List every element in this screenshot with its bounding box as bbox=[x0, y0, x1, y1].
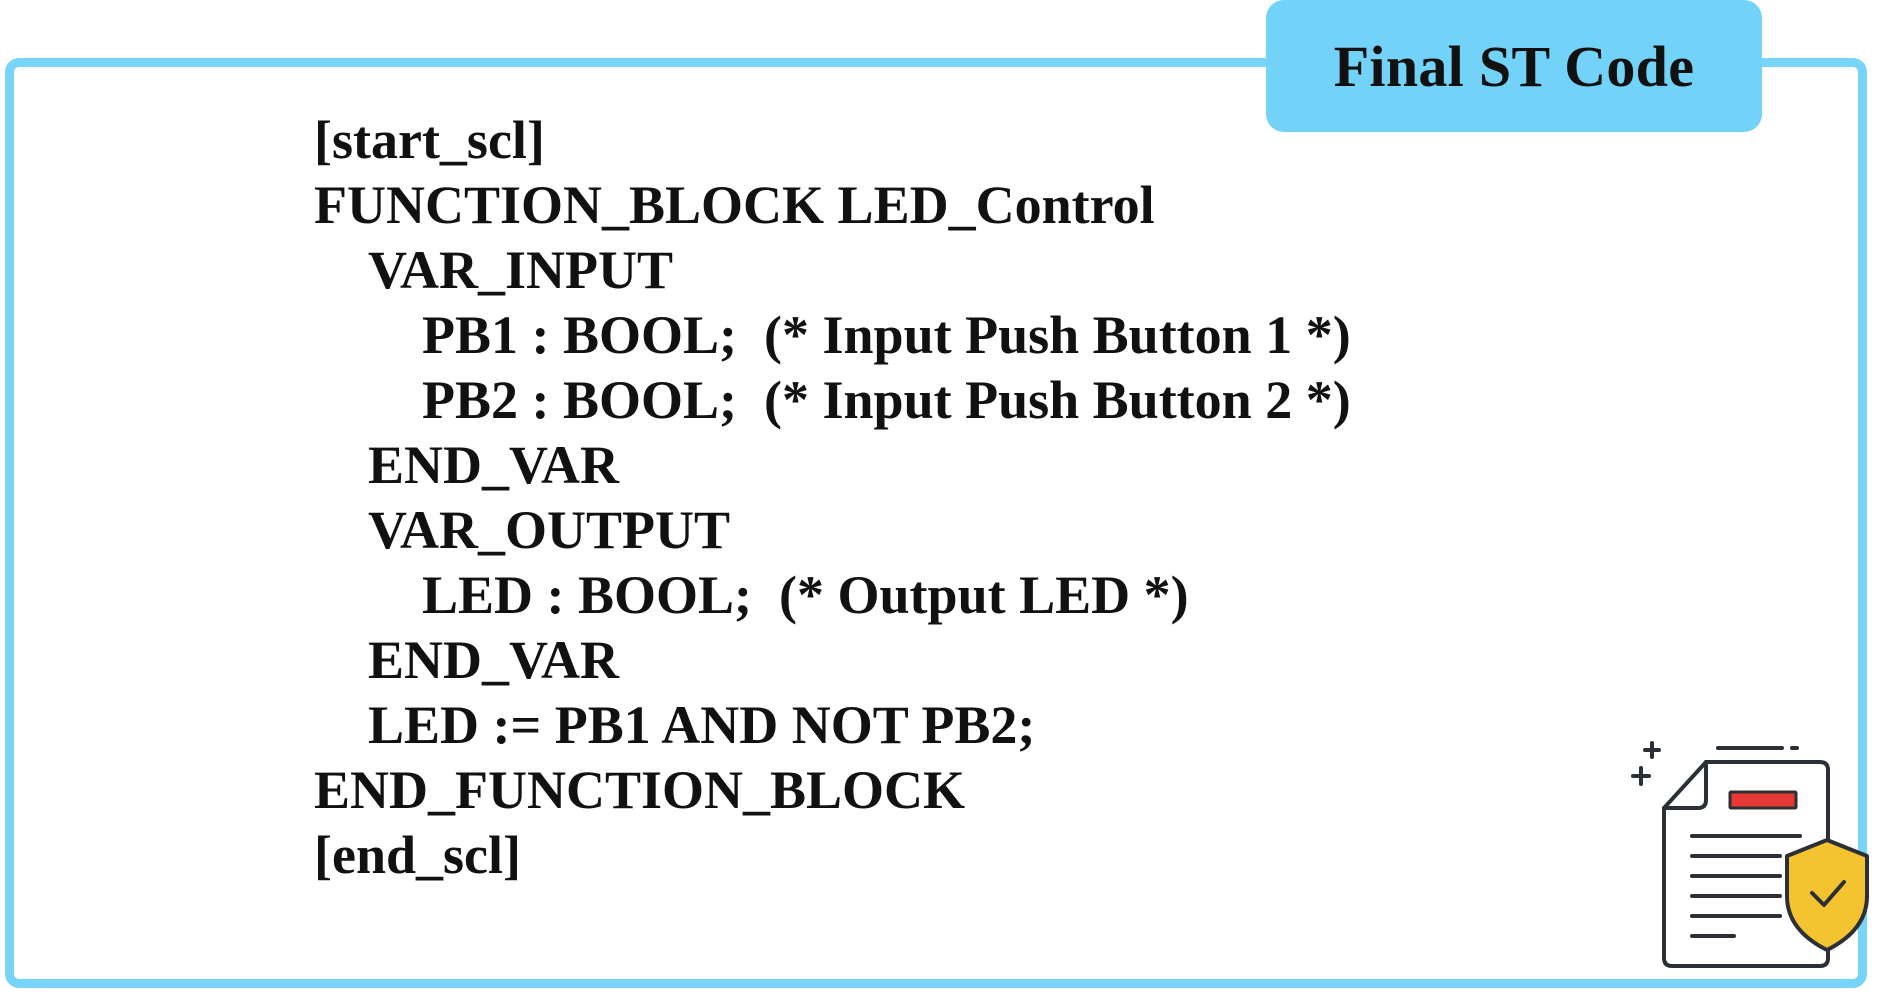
code-line: [end_scl] bbox=[314, 825, 521, 885]
code-line: END_FUNCTION_BLOCK bbox=[314, 760, 966, 820]
code-panel-frame bbox=[5, 58, 1867, 988]
title-tab: Final ST Code bbox=[1266, 0, 1762, 132]
code-line: [start_scl] bbox=[314, 110, 545, 170]
code-line: END_VAR bbox=[368, 630, 620, 690]
code-line: FUNCTION_BLOCK LED_Control bbox=[314, 175, 1155, 235]
panel-title: Final ST Code bbox=[1333, 33, 1695, 99]
code-line: PB2 : BOOL; (* Input Push Button 2 *) bbox=[422, 370, 1351, 430]
code-line: LED : BOOL; (* Output LED *) bbox=[422, 565, 1189, 625]
code-line: LED := PB1 AND NOT PB2; bbox=[368, 695, 1036, 755]
code-line: PB1 : BOOL; (* Input Push Button 1 *) bbox=[422, 305, 1351, 365]
code-line: VAR_INPUT bbox=[368, 240, 674, 300]
code-line: VAR_OUTPUT bbox=[368, 500, 731, 560]
verified-document-icon bbox=[1631, 741, 1869, 968]
code-line: END_VAR bbox=[368, 435, 620, 495]
